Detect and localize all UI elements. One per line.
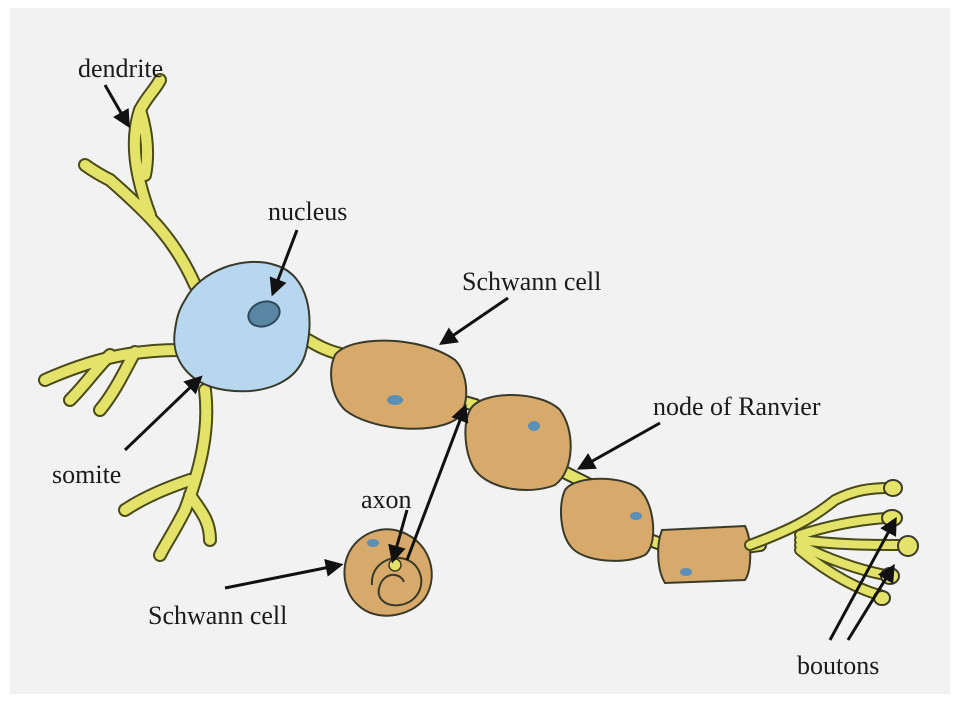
bouton-3 bbox=[898, 536, 918, 556]
schwann-spot bbox=[528, 421, 540, 431]
label-node-of-ranvier: node of Ranvier bbox=[653, 392, 821, 421]
schwann-cell-4 bbox=[658, 526, 750, 583]
schwann-spot bbox=[387, 395, 403, 405]
label-schwann-cell-bottom: Schwann cell bbox=[148, 601, 287, 630]
schwann-cell-3 bbox=[561, 479, 653, 561]
label-dendrite: dendrite bbox=[78, 54, 163, 83]
label-axon: axon bbox=[361, 485, 412, 514]
label-somite: somite bbox=[52, 460, 121, 489]
schwann-cell-2 bbox=[465, 395, 570, 490]
schwann-spot bbox=[680, 568, 692, 576]
bouton-1 bbox=[884, 480, 902, 496]
schwann-cell-1 bbox=[331, 341, 466, 429]
schwann-spot bbox=[630, 512, 642, 520]
schwann-spot bbox=[367, 539, 379, 547]
label-schwann-cell-top: Schwann cell bbox=[462, 267, 601, 296]
label-nucleus: nucleus bbox=[268, 197, 347, 226]
label-boutons: boutons bbox=[797, 651, 879, 680]
axon-core bbox=[389, 559, 401, 571]
schwann-cross-section bbox=[344, 529, 431, 615]
